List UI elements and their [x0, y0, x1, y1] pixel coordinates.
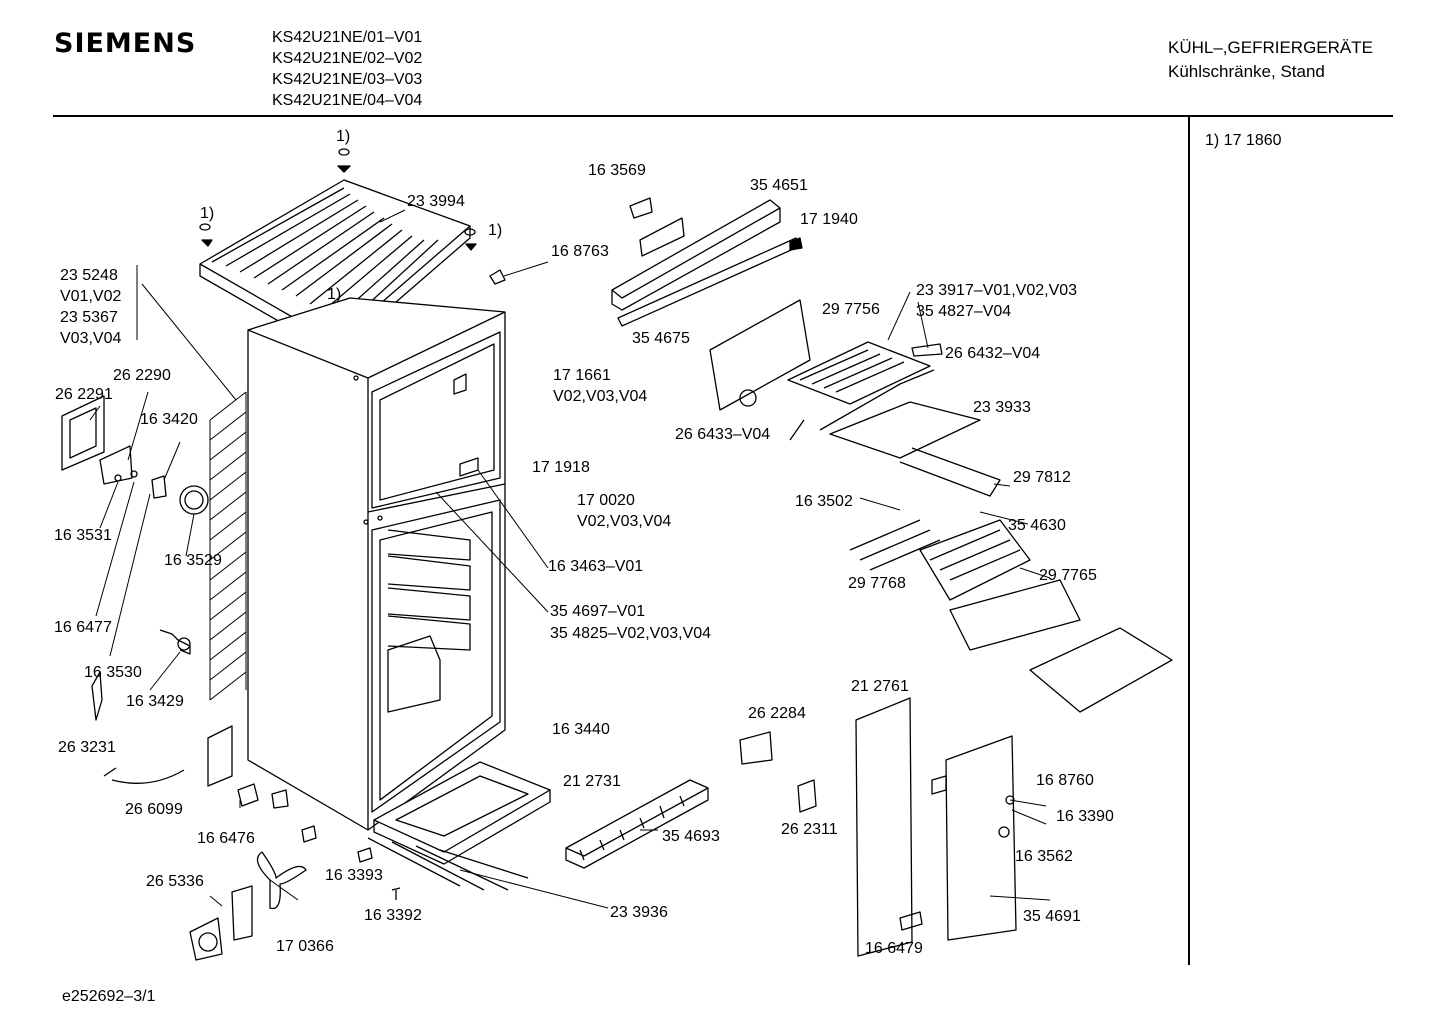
part-label: 29 7756: [822, 301, 880, 318]
part-label: V02,V03,V04: [553, 388, 648, 405]
part-label: 35 4825–V02,V03,V04: [550, 625, 712, 642]
part-label: 26 2291: [55, 386, 113, 403]
part-label: 35 4675: [632, 330, 690, 347]
part-label: 16 6477: [54, 619, 112, 636]
part-label: 16 6479: [865, 940, 923, 957]
part-label: V01,V02: [60, 288, 122, 305]
part-label: 35 4691: [1023, 908, 1081, 925]
part-label: 1): [336, 128, 351, 145]
part-label: 29 7768: [848, 575, 906, 592]
part-label: 16 3440: [552, 721, 610, 738]
part-label: 17 0366: [276, 938, 334, 955]
lower-right-parts: [739, 697, 1017, 957]
category-title: KÜHL–,GEFRIERGERÄTE: [1168, 38, 1373, 57]
part-label: 26 2284: [748, 705, 806, 722]
part-label: 16 6476: [197, 830, 255, 847]
model-number-1: KS42U21NE/01–V01: [272, 29, 423, 46]
header-divider: [53, 115, 1393, 117]
part-label: 26 6432–V04: [945, 345, 1041, 362]
model-number-4: KS42U21NE/04–V04: [272, 92, 423, 109]
part-label: 23 5248: [60, 267, 118, 284]
part-label: 1): [200, 205, 215, 222]
part-label: 16 3429: [126, 693, 184, 710]
part-label: 16 3463–V01: [548, 558, 644, 575]
part-label: 29 7765: [1039, 567, 1097, 584]
part-label: 26 6433–V04: [675, 426, 771, 443]
cabinet-body: [247, 297, 506, 831]
part-label: 16 3502: [795, 493, 853, 510]
part-label: 35 4827–V04: [916, 303, 1012, 320]
part-label: 21 2731: [563, 773, 621, 790]
part-label: 16 3562: [1015, 848, 1073, 865]
part-label: 23 3936: [610, 904, 668, 921]
part-label: 21 2761: [851, 678, 909, 695]
part-label: 26 2311: [781, 821, 838, 838]
part-label: 1): [327, 286, 342, 303]
part-label: 35 4697–V01: [550, 603, 646, 620]
part-label: 16 3392: [364, 907, 422, 924]
part-label: 26 5336: [146, 873, 204, 890]
category-subtitle: Kühlschränke, Stand: [1168, 62, 1325, 81]
evaporator-assembly: [709, 299, 1173, 713]
part-label: 16 8760: [1036, 772, 1094, 789]
legend-divider: [1188, 117, 1190, 965]
ventilation-grille: [565, 779, 709, 869]
brand-logo: SIEMENS: [54, 28, 197, 59]
part-label: 23 3917–V01,V02,V03: [916, 282, 1078, 299]
part-label: 16 8763: [551, 243, 609, 260]
condenser: [209, 391, 247, 701]
drip-tray: [367, 761, 551, 891]
document-id: e252692–3/1: [62, 988, 156, 1005]
part-label: 16 3531: [54, 527, 112, 544]
part-label: 16 3393: [325, 867, 383, 884]
leader-lines: [89, 209, 1051, 909]
part-label: 16 3529: [164, 552, 222, 569]
part-label: 16 3569: [588, 162, 646, 179]
part-label: 23 3933: [973, 399, 1031, 416]
part-label: 17 0020: [577, 492, 635, 509]
part-label: 16 3530: [84, 664, 142, 681]
part-label: 16 3390: [1056, 808, 1114, 825]
footnote: 1) 17 1860: [1205, 132, 1282, 149]
thermostat-and-controls: [61, 395, 401, 961]
part-label: 26 2290: [113, 367, 171, 384]
part-label: 26 3231: [58, 739, 116, 756]
part-label: 17 1661: [553, 367, 611, 384]
part-label: 17 1940: [800, 211, 858, 228]
part-label: 23 5367: [60, 309, 118, 326]
part-label: 23 3994: [407, 193, 465, 210]
control-panel: [611, 197, 803, 327]
part-label: 35 4651: [750, 177, 808, 194]
part-label: 29 7812: [1013, 469, 1071, 486]
part-label: 35 4693: [662, 828, 720, 845]
model-number-3: KS42U21NE/03–V03: [272, 71, 423, 88]
part-label: 1): [488, 222, 503, 239]
model-number-2: KS42U21NE/02–V02: [272, 50, 423, 67]
part-label: V02,V03,V04: [577, 513, 672, 530]
part-label: 17 1918: [532, 459, 590, 476]
part-label: 16 3420: [140, 411, 198, 428]
part-label: 35 4630: [1008, 517, 1066, 534]
part-label: V03,V04: [60, 330, 122, 347]
part-label: 26 6099: [125, 801, 183, 818]
